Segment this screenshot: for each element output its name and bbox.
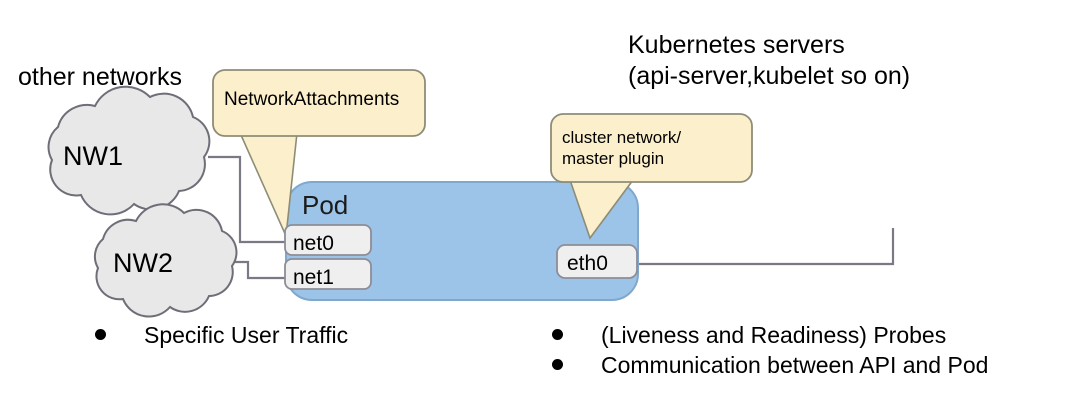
bullet-dot-icon — [95, 329, 106, 340]
callout-network-attachments-box — [212, 69, 426, 137]
bullet-label: Specific User Traffic — [144, 322, 349, 348]
list-item: Communication between API and Pod — [552, 352, 988, 379]
cloud-nw1 — [47, 85, 211, 216]
list-item: (Liveness and Readiness) Probes — [552, 322, 946, 349]
cloud-label-nw1: NW1 — [63, 141, 123, 171]
callout-label-network-attachments: NetworkAttachments — [224, 89, 400, 110]
bullet-label: Communication between API and Pod — [601, 352, 989, 378]
interface-label-net0: net0 — [293, 232, 334, 255]
interface-label-net1: net1 — [293, 266, 334, 289]
label-kubernetes-servers: Kubernetes servers(api-server,kubelet so… — [628, 30, 910, 91]
callout-label-cluster-network: cluster network/master plugin — [562, 128, 681, 169]
cloud-nw2 — [93, 203, 238, 318]
pod-label: Pod — [302, 190, 349, 220]
callout-cluster-network-box — [550, 113, 753, 183]
bullet-label: (Liveness and Readiness) Probes — [601, 322, 947, 348]
interface-chip-net1[interactable] — [284, 258, 372, 290]
bullet-dot-icon — [552, 329, 563, 340]
interface-chip-net0[interactable] — [284, 224, 372, 256]
list-item: Specific User Traffic — [95, 322, 348, 349]
k8s-servers-line2: (api-server,kubelet so on) — [628, 61, 911, 90]
k8s-servers-line1: Kubernetes servers — [628, 31, 845, 59]
bullet-dot-icon — [552, 359, 563, 370]
connector-nw1-to-net0 — [208, 155, 288, 244]
label-other-networks: other networks — [18, 63, 182, 91]
cloud-label-nw2: NW2 — [113, 248, 173, 278]
connector-eth0-to-k8s-servers — [636, 228, 895, 266]
callout-cluster-line1: cluster network/ — [562, 128, 682, 147]
interface-label-eth0: eth0 — [567, 252, 608, 275]
interface-chip-eth0[interactable] — [556, 244, 638, 279]
callout-cluster-line2: master plugin — [562, 148, 665, 168]
